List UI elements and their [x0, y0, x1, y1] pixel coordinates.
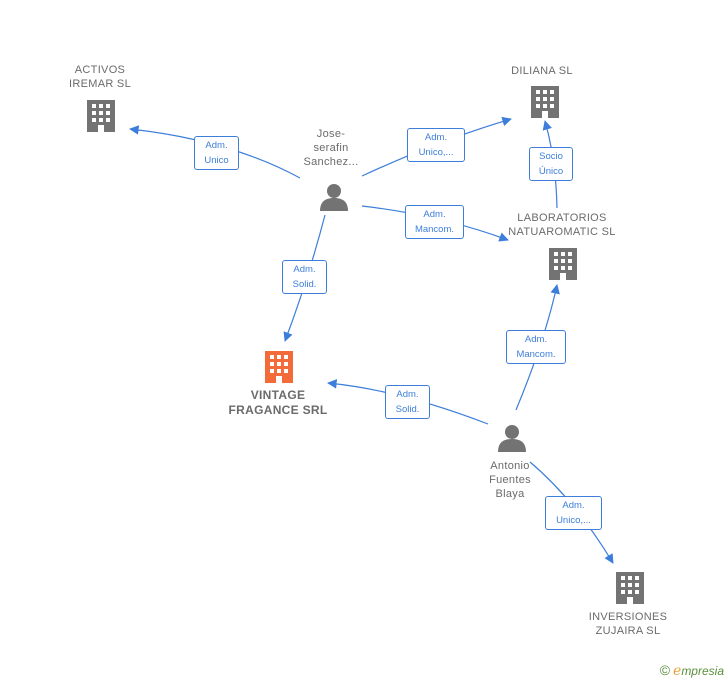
- antonio-label-line1: Antonio: [490, 460, 530, 472]
- edge-label-jose-diliana: Adm. Unico,...: [407, 128, 465, 162]
- jose-label-line1: Jose-: [316, 128, 346, 140]
- laboratorios-label[interactable]: LABORATORIOS NATUAROMATIC SL: [492, 211, 632, 239]
- edge-label-antonio-vintage: Adm. Solid.: [385, 385, 430, 419]
- edge-label-jose-vintage-line2: Solid.: [292, 279, 317, 290]
- edge-label-antonio-laboratorios-line2: Mancom.: [516, 349, 556, 360]
- edge-label-jose-activos-line1: Adm.: [205, 140, 228, 151]
- vintage-label-line1: VINTAGE: [250, 388, 306, 402]
- jose-label[interactable]: Jose- serafin Sanchez...: [286, 127, 376, 169]
- edge-label-antonio-vintage-line2: Solid.: [395, 404, 420, 415]
- antonio-label-line3: Blaya: [495, 488, 525, 500]
- diliana-building-icon[interactable]: [531, 86, 559, 118]
- inversiones-label-line2: ZUJAIRA SL: [595, 625, 661, 637]
- edge-label-jose-vintage: Adm. Solid.: [282, 260, 327, 294]
- edge-label-lab-diliana: Socio Único: [529, 147, 573, 181]
- edge-label-jose-laboratorios-line2: Mancom.: [414, 224, 455, 235]
- edge-label-antonio-inversiones: Adm. Unico,...: [545, 496, 602, 530]
- edge-label-jose-laboratorios-line1: Adm.: [423, 209, 446, 220]
- antonio-label-line2: Fuentes: [489, 474, 531, 486]
- inversiones-building-icon[interactable]: [616, 572, 644, 604]
- vintage-label-line2: FRAGANCE SRL: [228, 403, 328, 417]
- edge-label-antonio-inversiones-line2: Unico,...: [556, 515, 591, 526]
- edge-label-jose-activos: Adm. Unico: [194, 136, 239, 170]
- antonio-label[interactable]: Antonio Fuentes Blaya: [465, 459, 555, 501]
- inversiones-label-line1: INVERSIONES: [588, 611, 668, 623]
- laboratorios-label-line1: LABORATORIOS: [517, 212, 607, 224]
- jose-label-line2: serafin: [313, 142, 349, 154]
- jose-label-line3: Sanchez...: [303, 156, 359, 168]
- diliana-label[interactable]: DILIANA SL: [482, 64, 602, 78]
- edge-label-lab-diliana-line1: Socio: [539, 151, 563, 162]
- edge-label-jose-activos-line2: Unico: [204, 155, 229, 166]
- vintage-label[interactable]: VINTAGE FRAGANCE SRL: [208, 388, 348, 418]
- empresia-logo-e: e: [673, 663, 682, 679]
- edge-label-lab-diliana-line2: Único: [538, 166, 564, 177]
- activos-label-line2: IREMAR SL: [69, 78, 131, 90]
- laboratorios-building-icon[interactable]: [549, 248, 577, 280]
- edge-label-jose-laboratorios: Adm. Mancom.: [405, 205, 464, 239]
- antonio-person-icon[interactable]: [498, 425, 526, 452]
- edge-label-jose-diliana-line2: Unico,...: [418, 147, 454, 158]
- edge-label-jose-diliana-line1: Adm.: [424, 132, 448, 143]
- edge-label-antonio-inversiones-line1: Adm.: [562, 500, 585, 511]
- activos-building-icon[interactable]: [87, 100, 115, 132]
- edge-label-jose-vintage-line1: Adm.: [293, 264, 316, 275]
- jose-person-icon[interactable]: [320, 184, 348, 211]
- activos-label-line1: ACTIVOS: [74, 64, 126, 76]
- empresia-watermark: ©empresia: [660, 662, 724, 679]
- edge-label-antonio-laboratorios-line1: Adm.: [524, 334, 548, 345]
- vintage-building-icon[interactable]: [265, 351, 293, 383]
- inversiones-label[interactable]: INVERSIONES ZUJAIRA SL: [568, 610, 688, 638]
- edge-label-antonio-vintage-line1: Adm.: [396, 389, 419, 400]
- diliana-label-line1: DILIANA SL: [511, 65, 573, 77]
- activos-label[interactable]: ACTIVOS IREMAR SL: [40, 63, 160, 91]
- empresia-logo-text: mpresia: [681, 664, 724, 678]
- laboratorios-label-line2: NATUAROMATIC SL: [508, 226, 616, 238]
- copyright-symbol: ©: [659, 662, 671, 678]
- edge-label-antonio-laboratorios: Adm. Mancom.: [506, 330, 566, 364]
